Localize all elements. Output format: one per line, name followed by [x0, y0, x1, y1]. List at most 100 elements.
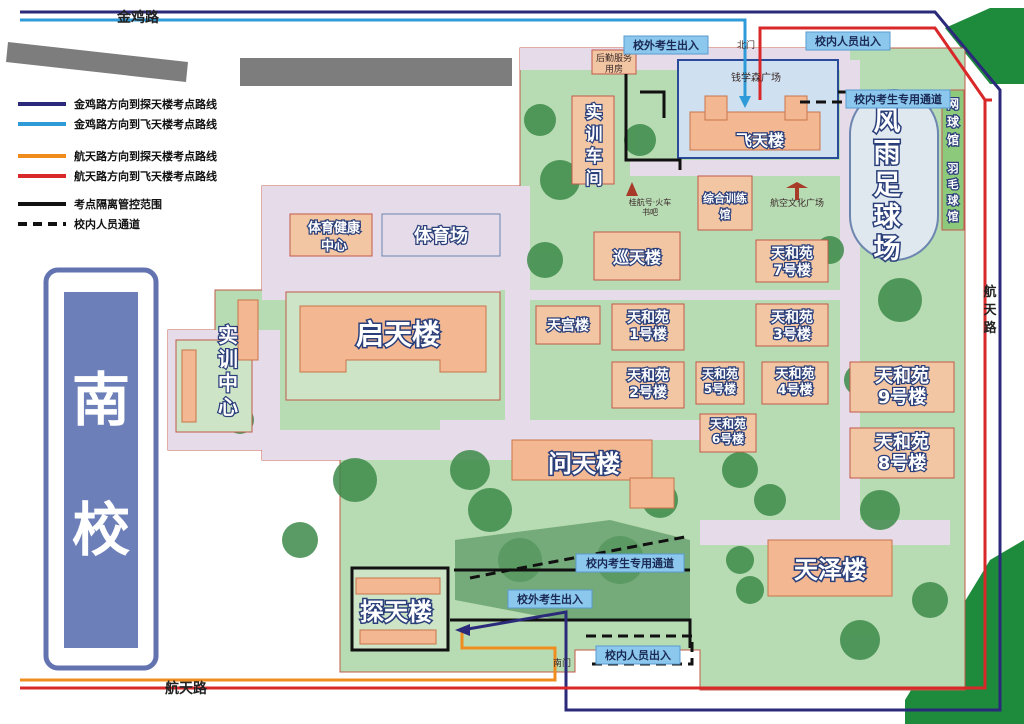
thy1-shape [611, 303, 685, 351]
staff-passage [469, 100, 846, 666]
route-arrow-feitian [739, 96, 751, 108]
train-bar-label-1: 桂航号·火车 [629, 197, 672, 207]
train-bar-label-2: 书吧 [642, 207, 658, 217]
label-char: 车 [586, 146, 603, 167]
xuntian-shape [593, 231, 681, 281]
path-area-2 [168, 330, 700, 460]
tianheyuan-label: 天和苑 [627, 368, 669, 384]
wentian-shape-b [629, 477, 675, 509]
xuntian-label: 巡天楼 [613, 248, 661, 267]
label-char: 风 [874, 106, 901, 137]
tianze-label: 天泽楼 [794, 555, 866, 584]
thy7-shape [755, 239, 829, 283]
callout-text: 校内考生专用通道 [854, 92, 942, 106]
legend-label: 航天路方向到飞天楼考点路线 [74, 169, 217, 183]
tianheyuan-label: 6号楼 [712, 431, 744, 446]
logistics-label-2: 用房 [605, 63, 623, 75]
callout-box [845, 89, 951, 109]
path-area-7 [630, 160, 850, 176]
route-lines [20, 10, 1002, 712]
tianze-shape [767, 539, 893, 597]
label-char: 球 [948, 193, 960, 207]
label-char: 雨 [874, 138, 901, 169]
tiangong-shape [535, 305, 601, 345]
label-char: 中 [218, 371, 238, 395]
comprehensive-shape [697, 175, 753, 231]
header-bar-right [240, 58, 512, 86]
callout-box [507, 589, 593, 609]
label-char: 羽 [948, 162, 959, 175]
legend-label: 航天路方向到探天楼考点路线 [74, 149, 217, 163]
label-char: 场 [874, 234, 901, 265]
thy5-shape [695, 361, 745, 405]
thy4-shape [761, 361, 829, 405]
callout-box [623, 35, 709, 55]
tantian-shape-b [359, 629, 437, 645]
tantian-shape-a [355, 577, 441, 595]
thy9-shape [849, 361, 955, 413]
wentian-shape [511, 439, 653, 481]
tianheyuan-labels: 天和苑1号楼天和苑2号楼天和苑3号楼天和苑4号楼天和苑5号楼天和苑6号楼天和苑7… [626, 245, 931, 476]
legend: 金鸡路方向到探天楼考点路线金鸡路方向到飞天楼考点路线航天路方向到探天楼考点路线航… [18, 97, 217, 231]
tianheyuan-label: 9号楼 [878, 386, 927, 408]
tianheyuan-label: 4号楼 [777, 382, 812, 398]
sports-health-shape [289, 213, 373, 257]
callout-text: 校内人员出入 [815, 34, 881, 48]
path-area-4 [505, 186, 530, 440]
north-gate-label: 北门 [737, 39, 755, 51]
label-char: 足 [874, 170, 901, 201]
title-panel-fill [64, 292, 138, 648]
legend-label: 考点隔离管控范围 [74, 197, 162, 211]
tianheyuan-label: 7号楼 [773, 262, 811, 279]
legend-label: 校内人员通道 [74, 217, 140, 231]
feitian-building-shape [689, 95, 821, 151]
callout-box [805, 31, 891, 51]
sports-health-label-2: 中心 [321, 238, 347, 254]
tianheyuan-label: 天和苑 [771, 310, 813, 326]
thy8-shape [849, 427, 955, 479]
road-top-label: 金鸡路 [116, 9, 160, 26]
comprehensive-label-1: 综合训练 [703, 191, 747, 205]
tianheyuan-label: 天和苑 [775, 366, 814, 382]
tiangong-label: 天宫楼 [547, 317, 589, 334]
qitian-label: 启天楼 [356, 318, 440, 351]
callout-box [595, 645, 681, 665]
qitian-building-shape [299, 305, 487, 373]
aviation-plaza-label: 航空文化广场 [770, 197, 824, 209]
tantian-label: 探天楼 [360, 597, 432, 626]
header-bar-left [6, 42, 188, 82]
svg-text:路: 路 [983, 320, 997, 336]
south-gate-label: 南门 [553, 657, 571, 669]
path-area-3 [505, 290, 850, 300]
tianheyuan-label: 天和苑 [710, 416, 746, 431]
thy6-shape [699, 413, 757, 453]
svg-text:天: 天 [983, 303, 997, 318]
qianxuesen-label: 钱学森广场 [731, 71, 781, 84]
plane-icon [786, 182, 808, 200]
wentian-label: 问天楼 [548, 449, 620, 478]
svg-text:航: 航 [983, 284, 996, 300]
comprehensive-label-2: 馆 [720, 207, 731, 221]
label-char: 训 [218, 347, 238, 371]
sports-field-label: 体育场 [414, 225, 468, 247]
label-char: 实 [586, 102, 603, 123]
label-char: 心 [218, 395, 238, 419]
label-char: 馆 [947, 132, 959, 147]
callout-text: 校内考生专用通道 [586, 556, 674, 570]
callout-text: 校外考生出入 [517, 592, 583, 606]
route-arrow-tantian [455, 624, 470, 636]
tianheyuan-label: 天和苑 [702, 366, 738, 381]
training-center-shape-b [237, 299, 259, 361]
thy2-shape [611, 361, 685, 409]
label-char: 训 [586, 125, 603, 145]
tianheyuan-label: 2号楼 [629, 384, 667, 401]
training-center-shape-a [181, 349, 197, 423]
label-char: 间 [586, 168, 603, 189]
label-char: 馆 [948, 209, 959, 223]
title-text: 南校 [72, 366, 130, 564]
label-char: 毛 [948, 177, 959, 191]
